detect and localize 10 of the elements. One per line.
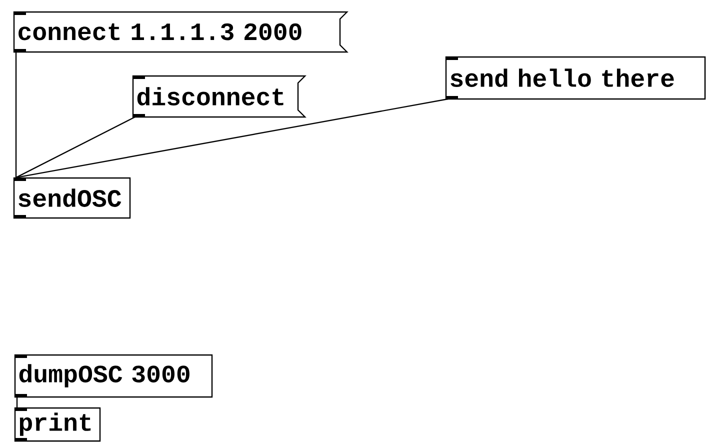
message-box: disconnect [132, 75, 306, 118]
patch-cord [15, 52, 17, 178]
message-box: connect 1.1.1.3 2000 [13, 11, 348, 53]
patch-cord [16, 396, 18, 408]
object-box: print [14, 407, 101, 442]
patch-cord [16, 98, 448, 178]
object-box: sendOSC [13, 177, 131, 219]
object-box: dumpOSC 3000 [14, 354, 213, 398]
patch-cord [16, 116, 136, 178]
object-box: send hello there [445, 56, 706, 100]
